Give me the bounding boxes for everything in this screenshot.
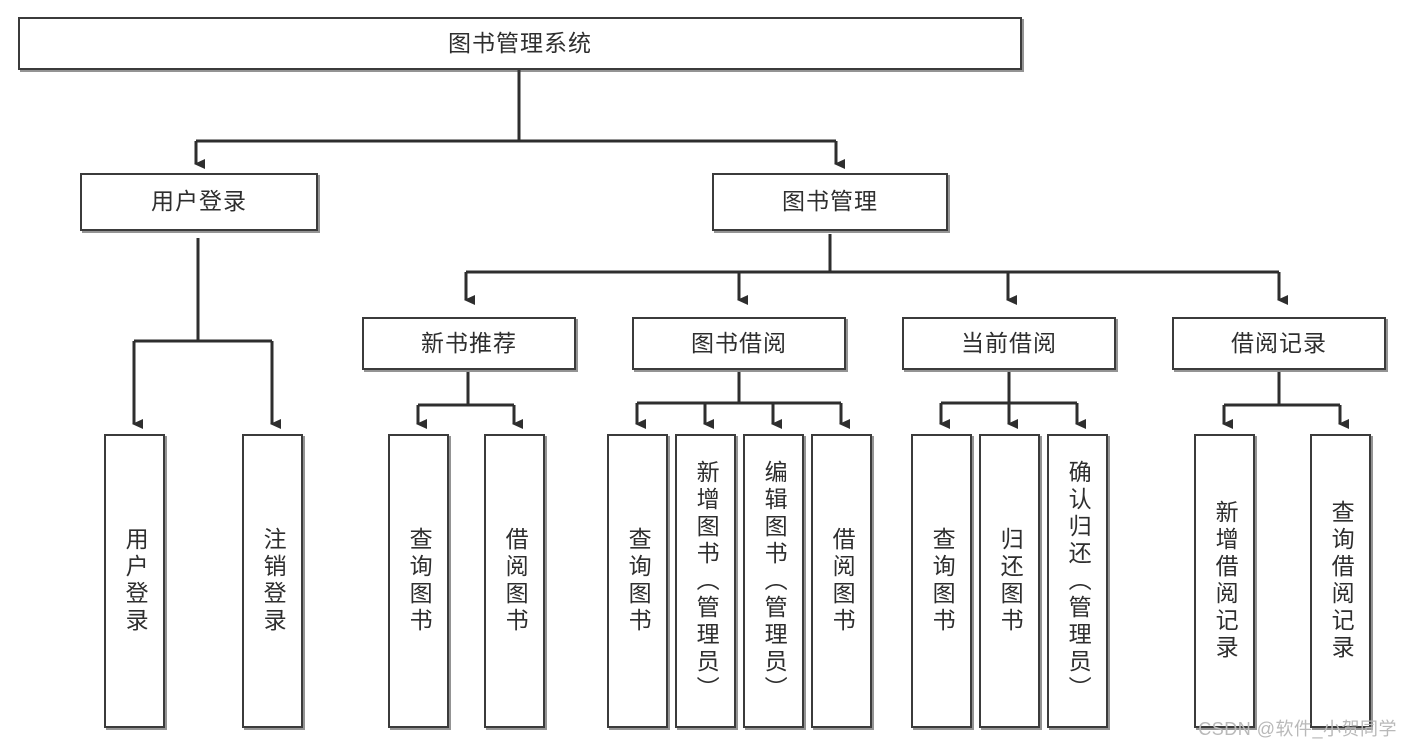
node-leaf-return-book[interactable]: 归还图书 — [979, 434, 1040, 728]
node-leaf-user-login-label: 用户登录 — [122, 527, 149, 635]
node-book-manage-label: 图书管理 — [782, 188, 878, 215]
node-book-manage[interactable]: 图书管理 — [712, 173, 948, 231]
node-leaf-add-book[interactable]: 新增图书（管理员） — [675, 434, 736, 728]
node-leaf-borrow-book-2[interactable]: 借阅图书 — [811, 434, 872, 728]
node-leaf-user-login[interactable]: 用户登录 — [104, 434, 165, 728]
node-current-borrow[interactable]: 当前借阅 — [902, 317, 1116, 370]
node-borrow-record[interactable]: 借阅记录 — [1172, 317, 1386, 370]
node-leaf-borrow-book-2-label: 借阅图书 — [829, 527, 856, 635]
node-leaf-borrow-book-1-label: 借阅图书 — [502, 527, 529, 635]
node-leaf-query-book-1-label: 查询图书 — [406, 527, 433, 635]
node-book-borrow-label: 图书借阅 — [691, 329, 787, 356]
node-current-borrow-label: 当前借阅 — [961, 329, 1057, 356]
node-leaf-add-book-label: 新增图书（管理员） — [693, 459, 720, 703]
node-leaf-user-logout[interactable]: 注销登录 — [242, 434, 303, 728]
node-leaf-query-book-1[interactable]: 查询图书 — [388, 434, 449, 728]
node-leaf-query-book-3-label: 查询图书 — [929, 527, 956, 635]
node-leaf-user-logout-label: 注销登录 — [260, 527, 287, 635]
node-leaf-query-record[interactable]: 查询借阅记录 — [1310, 434, 1371, 728]
node-leaf-confirm-return-label: 确认归还（管理员） — [1065, 459, 1092, 703]
node-leaf-query-record-label: 查询借阅记录 — [1328, 500, 1355, 662]
node-leaf-add-record-label: 新增借阅记录 — [1212, 500, 1239, 662]
node-borrow-record-label: 借阅记录 — [1231, 329, 1327, 356]
node-user-login[interactable]: 用户登录 — [80, 173, 318, 231]
node-leaf-query-book-2-label: 查询图书 — [625, 527, 652, 635]
node-leaf-query-book-3[interactable]: 查询图书 — [911, 434, 972, 728]
node-book-borrow[interactable]: 图书借阅 — [632, 317, 846, 370]
node-leaf-add-record[interactable]: 新增借阅记录 — [1194, 434, 1255, 728]
node-root[interactable]: 图书管理系统 — [18, 17, 1022, 70]
node-leaf-edit-book-label: 编辑图书（管理员） — [761, 459, 788, 703]
node-leaf-borrow-book-1[interactable]: 借阅图书 — [484, 434, 545, 728]
node-leaf-edit-book[interactable]: 编辑图书（管理员） — [743, 434, 804, 728]
node-leaf-confirm-return[interactable]: 确认归还（管理员） — [1047, 434, 1108, 728]
node-new-book-recommend[interactable]: 新书推荐 — [362, 317, 576, 370]
node-leaf-query-book-2[interactable]: 查询图书 — [607, 434, 668, 728]
node-leaf-return-book-label: 归还图书 — [997, 527, 1024, 635]
node-new-book-recommend-label: 新书推荐 — [421, 329, 517, 356]
node-user-login-label: 用户登录 — [151, 188, 247, 215]
node-root-label: 图书管理系统 — [448, 29, 592, 56]
